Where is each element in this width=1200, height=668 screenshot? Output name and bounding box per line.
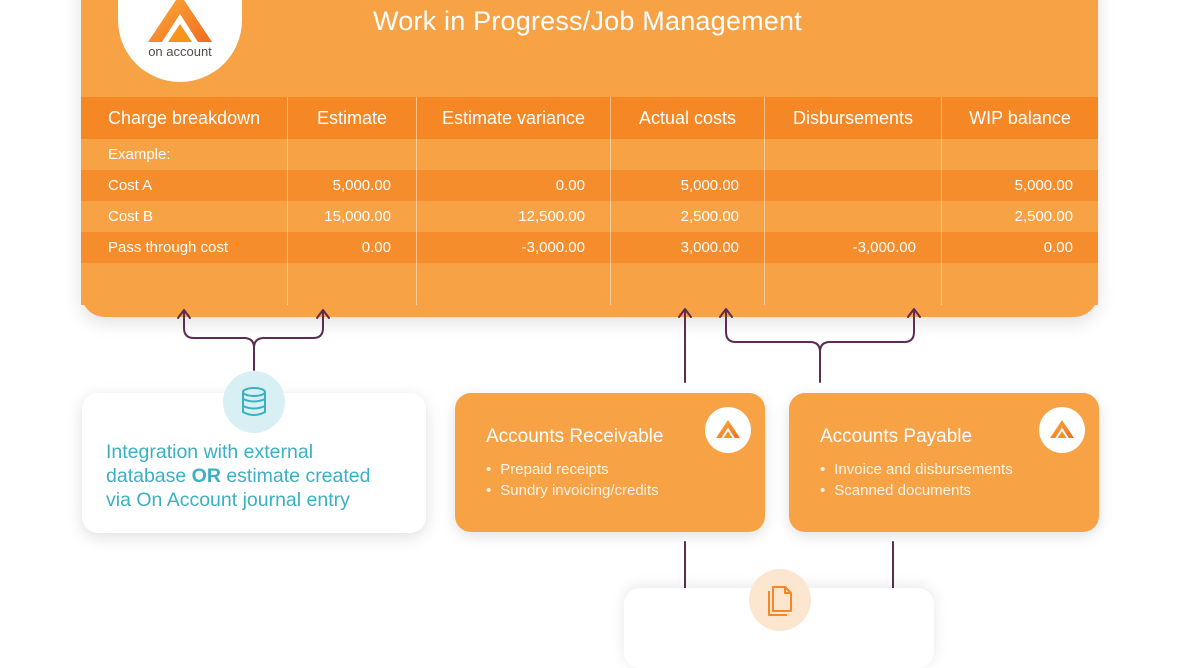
header-estimate-variance: Estimate variance	[416, 97, 611, 139]
cell-disbursements	[764, 170, 942, 201]
cell-estimate: 0.00	[287, 232, 417, 263]
cell-wip-balance: 5,000.00	[941, 170, 1098, 201]
accounts-receivable-card: Accounts Receivable Prepaid receipts Sun…	[455, 393, 765, 532]
header-estimate: Estimate	[287, 97, 417, 139]
receivable-list: Prepaid receipts Sundry invoicing/credit…	[486, 459, 659, 501]
list-item: Prepaid receipts	[486, 459, 659, 480]
payable-title: Accounts Payable	[820, 426, 973, 447]
cell-estimate-variance: -3,000.00	[416, 232, 611, 263]
cell-disbursements	[764, 201, 942, 232]
integration-text: Integration with external database OR es…	[106, 440, 416, 512]
cell-estimate-variance: 0.00	[416, 170, 611, 201]
table-row: Cost B 15,000.00 12,500.00 2,500.00 2,50…	[81, 201, 1098, 232]
wip-table: Charge breakdown Estimate Estimate varia…	[81, 97, 1098, 305]
documents-icon	[749, 569, 811, 631]
header-charge-breakdown: Charge breakdown	[81, 97, 288, 139]
table-row	[81, 263, 1098, 305]
integration-line-1: Integration with external	[106, 441, 314, 463]
on-account-logo-icon	[705, 407, 751, 453]
database-icon	[223, 371, 285, 433]
cell-actual-costs: 3,000.00	[610, 232, 765, 263]
cell-estimate-variance: 12,500.00	[416, 201, 611, 232]
table-row: Example:	[81, 139, 1098, 170]
list-item: Scanned documents	[820, 480, 1013, 501]
header-actual-costs: Actual costs	[610, 97, 765, 139]
cell-wip-balance: 0.00	[941, 232, 1098, 263]
cell-disbursements: -3,000.00	[764, 232, 942, 263]
cell-wip-balance: 2,500.00	[941, 201, 1098, 232]
row-label: Pass through cost	[81, 232, 288, 263]
logo-mark-icon	[148, 0, 212, 42]
integration-line-2-start: database	[106, 465, 192, 487]
diagram-canvas: Work in Progress/Job Management on accou…	[0, 0, 1200, 630]
table-row: Pass through cost 0.00 -3,000.00 3,000.0…	[81, 232, 1098, 263]
table-row: Cost A 5,000.00 0.00 5,000.00 5,000.00	[81, 170, 1098, 201]
receivable-title: Accounts Receivable	[486, 426, 664, 447]
accounts-payable-card: Accounts Payable Invoice and disbursemen…	[789, 393, 1099, 532]
list-item: Invoice and disbursements	[820, 459, 1012, 480]
connector-arrows	[177, 308, 921, 604]
cell-estimate: 15,000.00	[287, 201, 417, 232]
logo-text: on account	[148, 44, 212, 59]
integration-or: OR	[191, 465, 221, 487]
payable-list: Invoice and disbursements Scanned docume…	[820, 459, 1013, 501]
header-wip-balance: WIP balance	[941, 97, 1098, 139]
integration-line-3: via On Account journal entry	[106, 489, 350, 511]
example-label: Example:	[81, 139, 288, 170]
cell-actual-costs: 5,000.00	[610, 170, 765, 201]
cell-estimate: 5,000.00	[287, 170, 417, 201]
on-account-logo-icon	[1039, 407, 1085, 453]
integration-line-2-end: estimate created	[220, 465, 371, 487]
list-item: Sundry invoicing/credits	[486, 480, 658, 501]
integration-line-2: database OR estimate created	[106, 464, 416, 488]
cell-actual-costs: 2,500.00	[610, 201, 765, 232]
panel-title: Work in Progress/Job Management	[373, 6, 802, 36]
row-label: Cost A	[81, 170, 288, 201]
row-label: Cost B	[81, 201, 288, 232]
header-disbursements: Disbursements	[764, 97, 942, 139]
